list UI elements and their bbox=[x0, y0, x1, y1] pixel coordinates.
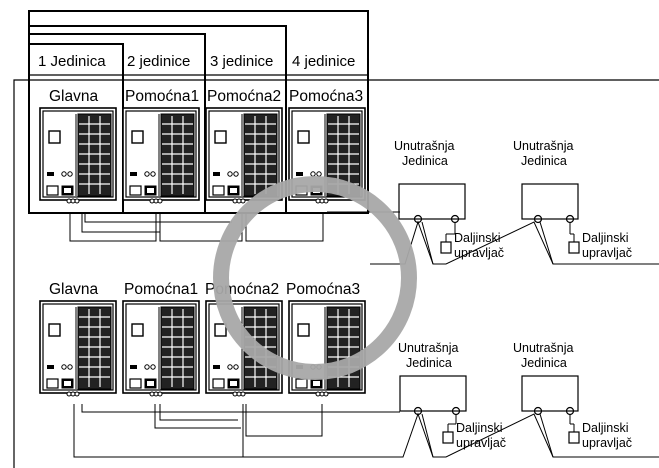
indoor-label-2: Jedinica bbox=[521, 356, 567, 370]
outdoor-unit-icon bbox=[122, 300, 200, 397]
remote-controller-icon bbox=[442, 431, 454, 444]
indoor-label-2: Jedinica bbox=[406, 356, 452, 370]
indoor-unit-top-1: Unutrašnja Jedinica Daljinski upravljač bbox=[394, 139, 504, 260]
indoor-label-2: Jedinica bbox=[402, 154, 448, 168]
bottom-label-pomocna1: Pomoćna1 bbox=[124, 281, 198, 298]
prohibition-ring bbox=[213, 176, 417, 380]
indoor-label-2: Jedinica bbox=[521, 154, 567, 168]
remote-controller-icon bbox=[568, 431, 580, 444]
label-2-jedinice: 2 jedinice bbox=[127, 53, 190, 70]
remote-label-1: Daljinski bbox=[454, 231, 501, 245]
indoor-unit-top-2: Unutrašnja Jedinica Daljinski upravljač bbox=[513, 139, 632, 260]
outdoor-unit-icon bbox=[205, 107, 283, 204]
top-label-pomocna2: Pomoćna2 bbox=[207, 88, 281, 105]
outdoor-unit-icon bbox=[122, 107, 200, 204]
remote-label-2: upravljač bbox=[582, 246, 632, 260]
remote-controller-icon bbox=[568, 241, 580, 254]
bottom-wiring bbox=[73, 404, 659, 458]
remote-label-1: Daljinski bbox=[456, 421, 503, 435]
outdoor-unit-icon bbox=[39, 300, 117, 397]
label-3-jedinice: 3 jedinice bbox=[210, 53, 273, 70]
label-4-jedinice: 4 jedinice bbox=[292, 53, 355, 70]
bottom-label-glavna: Glavna bbox=[49, 281, 98, 298]
outdoor-unit-icon bbox=[39, 107, 117, 204]
indoor-unit-bottom-2: Unutrašnja Jedinica Daljinski upravljač bbox=[513, 341, 632, 450]
indoor-unit-bottom-1: Unutrašnja Jedinica Daljinski upravljač bbox=[398, 341, 506, 450]
bottom-label-pomocna3: Pomoćna3 bbox=[286, 281, 360, 298]
top-label-pomocna3: Pomoćna3 bbox=[289, 88, 363, 105]
label-1-jedinica: 1 Jedinica bbox=[38, 53, 106, 70]
remote-label-1: Daljinski bbox=[582, 231, 629, 245]
top-outdoor-units bbox=[39, 107, 366, 204]
remote-label-2: upravljač bbox=[456, 436, 506, 450]
top-label-glavna: Glavna bbox=[49, 88, 98, 105]
bottom-row-labels: Glavna Pomoćna1 Pomoćna2 Pomoćna3 bbox=[49, 281, 360, 298]
remote-label-1: Daljinski bbox=[582, 421, 629, 435]
unit-count-labels: 1 Jedinica 2 jedinice 3 jedinice 4 jedin… bbox=[38, 53, 355, 70]
remote-label-2: upravljač bbox=[582, 436, 632, 450]
indoor-label-1: Unutrašnja bbox=[394, 139, 454, 153]
top-row-labels: Glavna Pomoćna1 Pomoćna2 Pomoćna3 bbox=[49, 88, 363, 105]
top-label-pomocna1: Pomoćna1 bbox=[125, 88, 199, 105]
remote-controller-icon bbox=[440, 241, 452, 254]
indoor-label-1: Unutrašnja bbox=[513, 341, 573, 355]
outdoor-unit-icon bbox=[288, 300, 366, 397]
indoor-label-1: Unutrašnja bbox=[398, 341, 458, 355]
remote-label-2: upravljač bbox=[454, 246, 504, 260]
indoor-label-1: Unutrašnja bbox=[513, 139, 573, 153]
